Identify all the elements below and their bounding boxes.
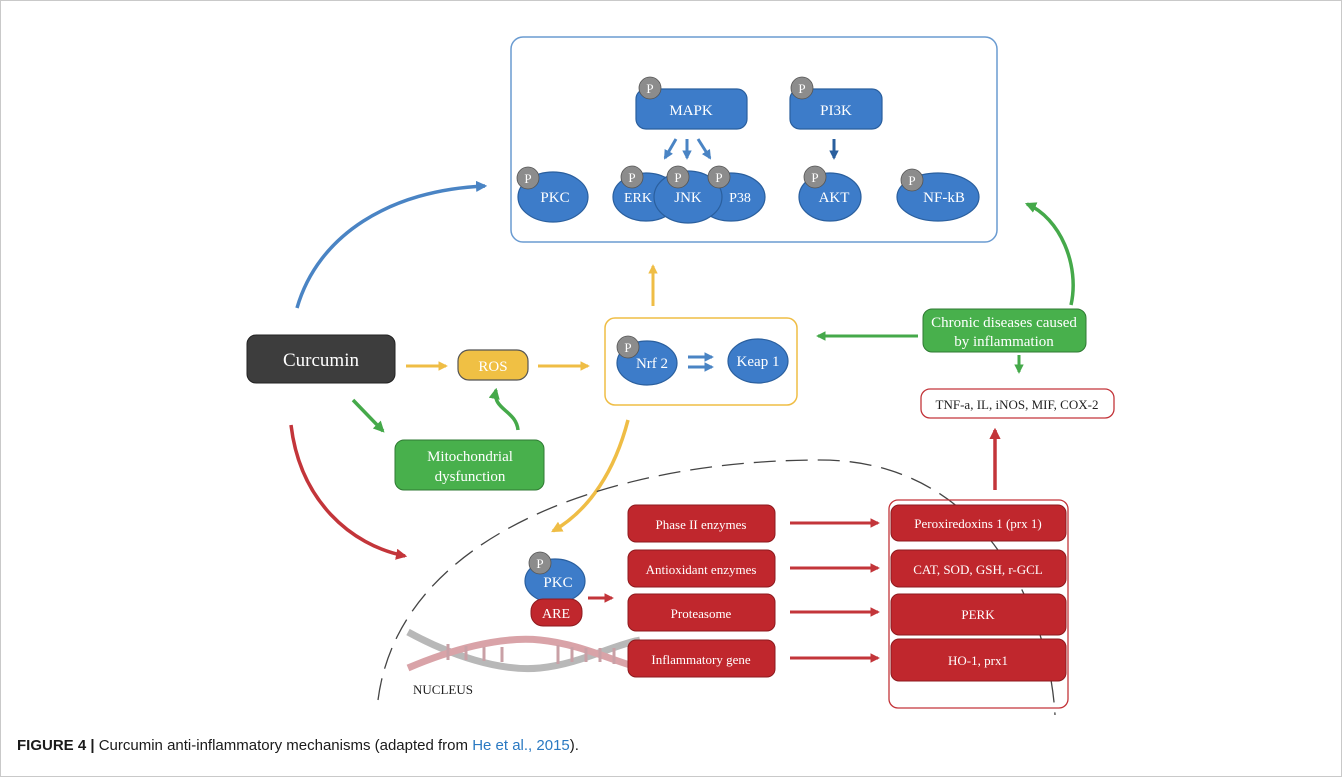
caption-text: Curcumin anti-inflammatory mechanisms (a… bbox=[94, 737, 473, 754]
erk-phospho: P bbox=[620, 165, 644, 189]
chronic-diseases-line1: Chronic diseases caused bbox=[931, 315, 1077, 331]
pkc-nucleus-label: PKC bbox=[543, 575, 572, 591]
nucleus-label: NUCLEUS bbox=[413, 682, 473, 697]
row-inflammatory: Inflammatory gene HO-1, prx1 bbox=[627, 638, 1067, 682]
row-phase2-right: Peroxiredoxins 1 (prx 1) bbox=[914, 516, 1041, 531]
svg-text:P: P bbox=[715, 170, 722, 185]
nrf2-to-nucleus-arrow bbox=[551, 419, 630, 533]
p38-label: P38 bbox=[729, 191, 751, 206]
ros-label: ROS bbox=[478, 359, 507, 375]
caption-end: ). bbox=[569, 737, 579, 754]
row-phase2: Phase II enzymes Peroxiredoxins 1 (prx 1… bbox=[627, 504, 1067, 543]
row-phase2-left: Phase II enzymes bbox=[656, 517, 747, 532]
are-node: ARE bbox=[530, 598, 583, 627]
row-inflammatory-left: Inflammatory gene bbox=[651, 652, 750, 667]
svg-text:P: P bbox=[798, 81, 805, 96]
mapk-to-p38-arrow bbox=[696, 138, 712, 160]
chronic-to-kinase-arrow bbox=[1024, 202, 1075, 306]
svg-text:P: P bbox=[536, 556, 543, 571]
row-antioxidant-left: Antioxidant enzymes bbox=[646, 562, 757, 577]
curcumin-label: Curcumin bbox=[283, 350, 359, 371]
akt-phospho: P bbox=[803, 165, 827, 189]
erk-label: ERK bbox=[624, 191, 652, 206]
curcumin-to-kinase-arrow bbox=[295, 180, 488, 309]
mito-line2: dysfunction bbox=[435, 469, 506, 485]
row-antioxidant: Antioxidant enzymes CAT, SOD, GSH, r-GCL bbox=[627, 549, 1067, 588]
akt-label: AKT bbox=[819, 190, 850, 206]
mapk-to-erk-arrow bbox=[663, 138, 678, 160]
row-proteasome-right: PERK bbox=[961, 607, 995, 622]
svg-text:P: P bbox=[524, 171, 531, 186]
caption-reference-link[interactable]: He et al., 2015 bbox=[472, 737, 570, 754]
nfkb-label: NF-kB bbox=[923, 190, 965, 206]
jnk-label: JNK bbox=[674, 190, 702, 206]
svg-text:P: P bbox=[908, 173, 915, 188]
mapk-label: MAPK bbox=[669, 103, 713, 119]
pi3k-label: PI3K bbox=[820, 103, 852, 119]
mito-to-ros-arrow bbox=[488, 387, 520, 431]
svg-text:P: P bbox=[646, 81, 653, 96]
nrf2-keap1-equilibrium-icon bbox=[688, 352, 714, 372]
nfkb-phospho: P bbox=[900, 168, 924, 192]
row-antioxidant-right: CAT, SOD, GSH, r-GCL bbox=[913, 562, 1043, 577]
p38-phospho: P bbox=[707, 165, 731, 189]
pkc-top-label: PKC bbox=[540, 190, 569, 206]
nrf2-phospho: P bbox=[616, 335, 640, 359]
svg-text:P: P bbox=[811, 170, 818, 185]
jnk-phospho: P bbox=[666, 165, 690, 189]
cytokines-node: TNF-a, IL, iNOS, MIF, COX-2 bbox=[920, 388, 1115, 419]
caption-label: FIGURE 4 | bbox=[17, 737, 95, 754]
mitochondrial-dysfunction-node: Mitochondrial dysfunction bbox=[394, 439, 545, 491]
are-label: ARE bbox=[542, 607, 570, 622]
cytokines-label: TNF-a, IL, iNOS, MIF, COX-2 bbox=[936, 397, 1099, 412]
nrf2-label: Nrf 2 bbox=[636, 356, 668, 372]
mapk-phospho: P bbox=[638, 76, 662, 100]
mapk-node: MAPK bbox=[635, 88, 748, 130]
figure-caption: FIGURE 4 | Curcumin anti-inflammatory me… bbox=[17, 737, 1317, 754]
mito-line1: Mitochondrial bbox=[427, 449, 513, 465]
pi3k-node: PI3K bbox=[789, 88, 883, 130]
curcumin-to-nucleus-arrow bbox=[289, 424, 408, 560]
row-proteasome: Proteasome PERK bbox=[627, 593, 1067, 636]
keap1-node: Keap 1 bbox=[727, 338, 789, 384]
chronic-diseases-line2: by inflammation bbox=[954, 334, 1054, 350]
dna-helix-icon bbox=[406, 628, 641, 673]
mechanism-diagram: MAPK P PI3K P PKC P P38 ERK JNK P bbox=[246, 36, 1115, 716]
keap1-label: Keap 1 bbox=[737, 354, 780, 370]
row-inflammatory-right: HO-1, prx1 bbox=[948, 653, 1008, 668]
chronic-diseases-node: Chronic diseases caused by inflammation bbox=[922, 308, 1087, 353]
curcumin-node: Curcumin bbox=[246, 334, 396, 384]
curcumin-to-mito-arrow bbox=[351, 398, 385, 433]
row-proteasome-left: Proteasome bbox=[671, 606, 732, 621]
pkc-nucleus-phospho: P bbox=[528, 551, 552, 575]
svg-text:P: P bbox=[624, 340, 631, 355]
svg-text:P: P bbox=[674, 170, 681, 185]
ros-node: ROS bbox=[457, 349, 529, 381]
svg-text:P: P bbox=[628, 170, 635, 185]
products-container bbox=[888, 499, 1069, 709]
pkc-top-phospho: P bbox=[516, 166, 540, 190]
pi3k-phospho: P bbox=[790, 76, 814, 100]
